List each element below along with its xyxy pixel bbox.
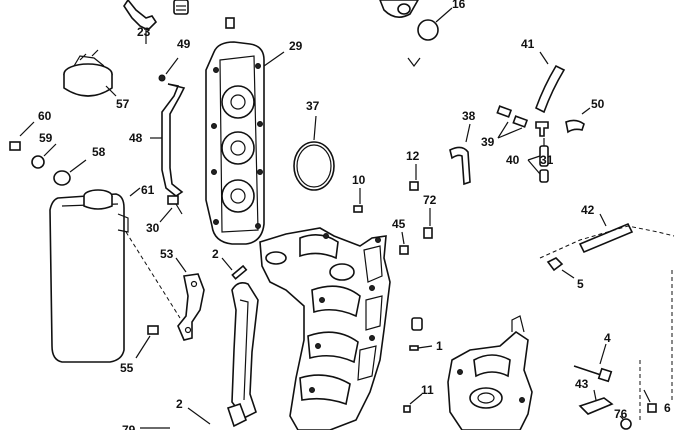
- part-top-small-bolt: [225, 17, 235, 29]
- callout-2-upper: 2: [212, 247, 219, 261]
- callout-60: 60: [38, 109, 52, 123]
- part-39-fittings: [496, 105, 529, 139]
- callout-61: 61: [141, 183, 155, 197]
- callout-72: 72: [423, 193, 437, 207]
- callout-45: 45: [392, 217, 406, 231]
- part-49-screw: [158, 57, 179, 82]
- callout-58: 58: [92, 145, 106, 159]
- callout-31: 31: [540, 153, 554, 167]
- dashed-leader-right: [639, 270, 673, 420]
- callout-5: 5: [577, 277, 584, 291]
- part-23-sender: [123, 0, 158, 44]
- part-45-plug: [399, 231, 409, 255]
- part-42-hose: [578, 213, 634, 254]
- part-57-filler-cap: [63, 49, 117, 97]
- part-29-cylinder-cover: [205, 41, 285, 245]
- callout-12: 12: [406, 149, 420, 163]
- callout-38: 38: [462, 109, 476, 123]
- part-53-bracket: [175, 257, 205, 341]
- callout-4: 4: [604, 331, 611, 345]
- callout-41: 41: [521, 37, 535, 51]
- part-2-pin-upper: [221, 257, 248, 280]
- part-38-hose-elbow: [449, 123, 471, 186]
- part-43-plate: [578, 389, 614, 415]
- callout-42: 42: [581, 203, 595, 217]
- callout-49: 49: [177, 37, 191, 51]
- callout-40: 40: [506, 153, 520, 167]
- callout-39: 39: [481, 135, 495, 149]
- callout-11: 11: [421, 383, 434, 397]
- callout-30: 30: [146, 221, 160, 235]
- part-16-cap-and-oring: [379, 0, 453, 41]
- callout-1: 1: [436, 339, 443, 353]
- part-37-oring: [293, 115, 335, 191]
- part-12-fitting: [409, 164, 419, 191]
- callout-50: 50: [591, 97, 605, 111]
- part-2-pin-lower: [187, 407, 211, 425]
- part-small-sleeve: [411, 317, 423, 331]
- callout-43: 43: [575, 377, 589, 391]
- callout-76: 76: [614, 407, 628, 421]
- callout-16: 16: [452, 0, 466, 11]
- part-1-dowel: [409, 345, 433, 351]
- part-60-screw: [9, 121, 35, 151]
- callout-79: 79: [122, 423, 136, 430]
- part-crankcase-cover: [226, 282, 259, 428]
- callout-55: 55: [120, 361, 134, 375]
- callout-6: 6: [664, 401, 671, 415]
- callout-53: 53: [160, 247, 174, 261]
- part-40-sleeves: [527, 145, 549, 183]
- callout-29: 29: [289, 39, 303, 53]
- part-4-bolt: [573, 343, 613, 383]
- callout-2-lower: 2: [176, 397, 183, 411]
- callout-37: 37: [306, 99, 320, 113]
- part-72-bolt: [423, 208, 433, 239]
- part-58-grommet: [53, 159, 87, 186]
- part-55-screw: [135, 325, 159, 359]
- callout-23: 23: [137, 25, 151, 39]
- callout-10: 10: [352, 173, 366, 187]
- part-10-fitting: [353, 188, 363, 213]
- part-50-clip: [565, 107, 591, 134]
- part-5-clip: [539, 225, 675, 279]
- part-11-plug: [403, 393, 423, 413]
- part-41-hose: [535, 51, 566, 114]
- part-crankcase-block: [259, 227, 391, 430]
- part-top-plug: [173, 0, 189, 15]
- part-48-bent-tube: [150, 83, 186, 197]
- part-30-bolt: [159, 195, 183, 223]
- callout-48: 48: [129, 131, 143, 145]
- part-pump-housing: [447, 315, 533, 430]
- part-76-washer: [619, 415, 632, 430]
- part-6-screw: [643, 389, 657, 413]
- callout-57: 57: [116, 97, 130, 111]
- callout-59: 59: [39, 131, 53, 145]
- small-arrow-mark: [407, 57, 421, 67]
- part-61-oil-tank: [49, 187, 181, 363]
- part-59-nut: [31, 143, 57, 169]
